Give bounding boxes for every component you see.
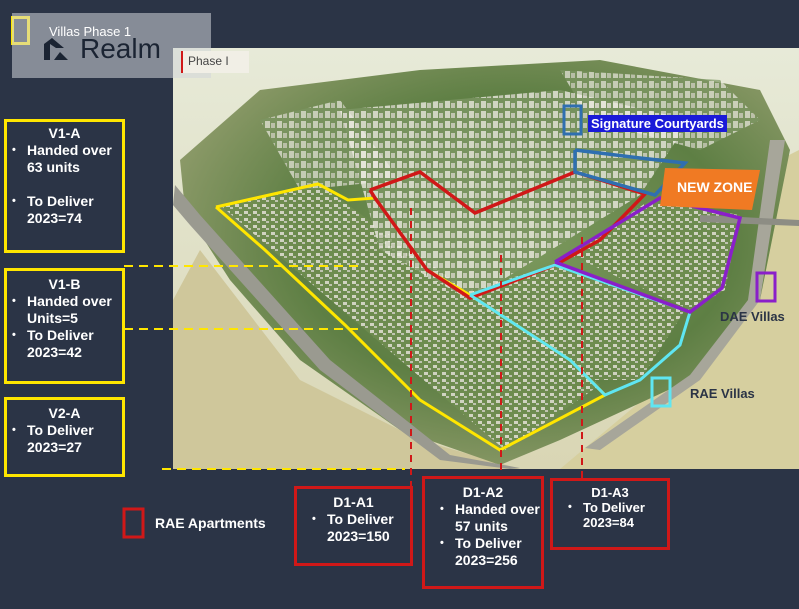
callout-v1b-line1: Handed over Units=5 (12, 293, 122, 327)
rae-villas-label: RAE Villas (690, 386, 755, 401)
callout-v1b-title: V1-B (48, 276, 81, 292)
rae-apartments-label: RAE Apartments (155, 515, 266, 531)
callout-v1a-line1: Handed over 63 units (12, 142, 122, 176)
callout-d1a3-line1: To Deliver 2023=84 (568, 500, 653, 530)
callout-d1a2-title: D1-A2 (462, 484, 504, 500)
callout-v1a-title: V1-A (48, 125, 81, 141)
realm-logo-icon (44, 38, 68, 60)
callout-v1a-line2: To Deliver 2023=74 (12, 193, 122, 227)
phase-tag: Phase I (181, 51, 249, 73)
callout-v2a-line1: To Deliver 2023=27 (12, 422, 122, 456)
callout-d1a3-title: D1-A3 (591, 485, 629, 500)
page-title: Villas Phase 1 (49, 24, 132, 39)
callout-d1a3: D1-A3 To Deliver 2023=84 (550, 478, 670, 550)
signature-courtyards-label: Signature Courtyards (588, 115, 727, 132)
phase-tag-text: Phase I (188, 54, 229, 68)
callout-d1a1: D1-A1 To Deliver 2023=150 (294, 486, 413, 566)
callout-v1b-line2: To Deliver 2023=42 (12, 327, 122, 361)
callout-d1a1-line1: To Deliver 2023=150 (312, 511, 402, 545)
logo-text: Realm (80, 33, 161, 64)
callout-v1b: V1-B Handed over Units=5 To Deliver 2023… (4, 268, 125, 384)
callout-v2a-title: V2-A (48, 405, 81, 421)
callout-v2a: V2-A To Deliver 2023=27 (4, 397, 125, 477)
callout-d1a2-line1: Handed over 57 units (440, 501, 541, 535)
callout-d1a1-title: D1-A1 (333, 494, 374, 510)
dae-villas-label: DAE Villas (720, 309, 785, 324)
callout-d1a2: D1-A2 Handed over 57 units To Deliver 20… (422, 476, 544, 589)
new-zone-label: NEW ZONE (677, 179, 753, 195)
callout-d1a2-line2: To Deliver 2023=256 (440, 535, 541, 569)
callout-v1a: V1-A Handed over 63 units To Deliver 202… (4, 119, 125, 253)
